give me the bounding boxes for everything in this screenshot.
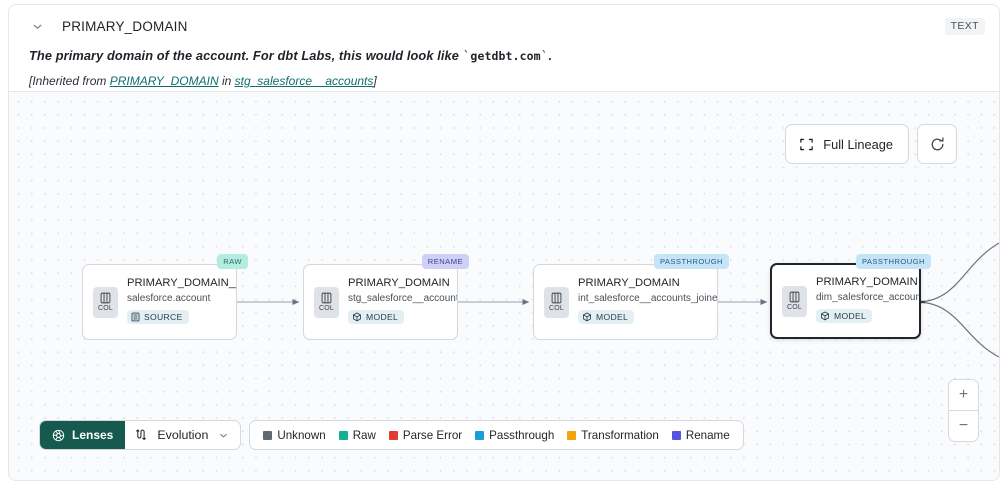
aperture-icon	[52, 429, 65, 442]
lenses-segmented-control: Lenses Evolution	[39, 420, 242, 450]
node-tag: RENAME	[421, 254, 469, 269]
legend-label: Passthrough	[489, 428, 555, 442]
node-body: PRIMARY_DOMAIN int_salesforce__accounts_…	[578, 277, 717, 327]
inherit-column-link[interactable]: PRIMARY_DOMAIN	[109, 74, 219, 88]
legend-swatch-unknown	[263, 430, 273, 440]
zoom-divider	[949, 410, 978, 411]
description-suffix: .	[548, 48, 553, 63]
description-text: The primary domain of the account. For d…	[29, 48, 463, 63]
column-chip-label: COL	[787, 304, 802, 311]
node-name: PRIMARY_DOMAIN__C	[127, 277, 236, 289]
node-body: PRIMARY_DOMAIN stg_salesforce__accounts …	[348, 277, 457, 327]
lineage-node-selected[interactable]: PASSTHROUGH COL PRIMARY_DOMAIN dim_sales…	[770, 254, 931, 339]
evolution-label: Evolution	[157, 428, 209, 442]
legend-swatch-rename	[671, 430, 681, 440]
column-icon: COL	[93, 286, 118, 318]
refresh-icon	[929, 136, 946, 153]
node-kind-label: MODEL	[596, 312, 629, 322]
node-dataset: int_salesforce__accounts_joined	[578, 293, 717, 304]
column-chip-label: COL	[319, 305, 334, 312]
lenses-label: Lenses	[72, 428, 114, 442]
column-description: The primary domain of the account. For d…	[29, 48, 553, 64]
node-body: PRIMARY_DOMAIN dim_salesforce_accounts M…	[816, 276, 919, 326]
node-kind-badge: SOURCE	[127, 310, 189, 324]
node-name: PRIMARY_DOMAIN	[578, 277, 680, 289]
legend-item: Rename	[671, 428, 730, 442]
legend-item: Raw	[338, 428, 376, 442]
lineage-node[interactable]: RAW COL PRIMARY_DOMAIN__C salesforce.acc…	[82, 254, 248, 340]
legend-label: Parse Error	[402, 428, 463, 442]
expand-icon	[799, 137, 814, 152]
zoom-out-button[interactable]: −	[958, 417, 969, 434]
legend-label: Unknown	[277, 428, 326, 442]
node-kind-label: MODEL	[834, 311, 867, 321]
column-icon: COL	[544, 286, 569, 318]
node-dataset: salesforce.account	[127, 293, 211, 304]
node-tag: RAW	[217, 254, 248, 269]
legend-label: Raw	[352, 428, 376, 442]
chevron-down-icon	[218, 430, 229, 441]
legend-label: Transformation	[581, 428, 659, 442]
legend-swatch-passthrough	[475, 430, 485, 440]
column-chip-label: COL	[549, 305, 564, 312]
legend-item: Unknown	[263, 428, 326, 442]
node-dataset: stg_salesforce__accounts	[348, 293, 457, 304]
inherit-middle: in	[218, 74, 235, 88]
evolution-icon	[135, 428, 149, 442]
inherit-model-link[interactable]: stg_salesforce__accounts	[234, 74, 374, 88]
canvas-toolbar: Lenses Evolution	[39, 420, 744, 450]
cube-icon	[352, 312, 362, 322]
node-name: PRIMARY_DOMAIN	[348, 277, 450, 289]
cube-icon	[820, 311, 830, 321]
legend-swatch-raw	[338, 430, 348, 440]
lenses-button[interactable]: Lenses	[40, 421, 126, 449]
description-code: getdbt.com	[470, 49, 541, 63]
inherit-suffix: ]	[373, 74, 377, 88]
type-badge: TEXT	[944, 18, 985, 35]
node-name: PRIMARY_DOMAIN	[816, 276, 918, 288]
legend-swatch-parse-error	[388, 430, 398, 440]
node-kind-label: SOURCE	[144, 312, 183, 322]
node-kind-badge: MODEL	[348, 310, 405, 324]
node-tag: PASSTHROUGH	[855, 254, 931, 269]
lineage-canvas[interactable]: Full Lineage + − RAW	[9, 92, 999, 480]
panel-header: PRIMARY_DOMAIN TEXT The primary domain o…	[9, 5, 999, 92]
node-kind-label: MODEL	[366, 312, 399, 322]
chevron-down-icon[interactable]	[29, 18, 45, 34]
zoom-controls: + −	[948, 379, 979, 442]
node-kind-badge: MODEL	[578, 310, 635, 324]
legend-item: Passthrough	[475, 429, 554, 442]
legend-swatch-transformation	[567, 430, 577, 440]
node-kind-badge: MODEL	[816, 309, 873, 323]
inherited-from-note: [Inherited from PRIMARY_DOMAIN in stg_sa…	[29, 74, 985, 88]
node-tag: PASSTHROUGH	[653, 254, 729, 269]
evolution-dropdown[interactable]: Evolution	[125, 421, 240, 449]
legend-item: Parse Error	[388, 428, 463, 442]
inherit-prefix: [Inherited from	[29, 74, 110, 88]
column-lineage-panel: PRIMARY_DOMAIN TEXT The primary domain o…	[8, 4, 1000, 481]
lineage-node[interactable]: RENAME COL PRIMARY_DOMAIN stg_salesforce…	[303, 254, 469, 340]
column-icon: COL	[782, 285, 807, 317]
full-lineage-button[interactable]: Full Lineage	[785, 124, 909, 164]
full-lineage-label: Full Lineage	[823, 136, 893, 152]
legend-label: Rename	[685, 428, 730, 442]
refresh-button[interactable]	[917, 124, 957, 164]
lineage-legend: Unknown Raw Parse Error Passthrough Tran…	[249, 420, 744, 450]
header-divider	[9, 91, 999, 92]
node-body: PRIMARY_DOMAIN__C salesforce.account SOU…	[127, 277, 236, 327]
column-icon: COL	[314, 286, 339, 318]
zoom-in-button[interactable]: +	[958, 386, 969, 403]
lineage-node[interactable]: PASSTHROUGH COL PRIMARY_DOMAIN int_sales…	[533, 254, 729, 340]
database-icon	[131, 312, 140, 322]
cube-icon	[582, 312, 592, 322]
page-title: PRIMARY_DOMAIN	[62, 18, 188, 34]
node-dataset: dim_salesforce_accounts	[816, 292, 919, 303]
legend-item: Transformation	[567, 429, 659, 442]
column-chip-label: COL	[98, 305, 113, 312]
lineage-controls: Full Lineage	[785, 124, 957, 164]
